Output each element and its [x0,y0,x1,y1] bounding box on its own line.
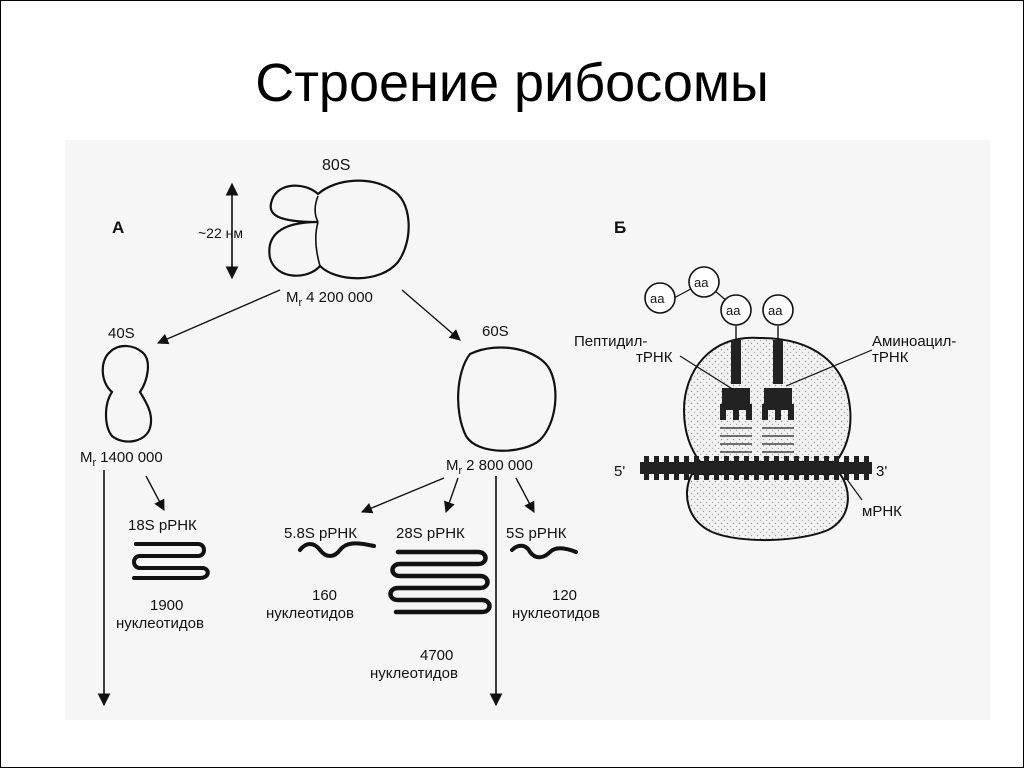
arrow-to-40s [156,289,281,345]
rrna-5-8s-count: 160 [312,587,337,604]
peptidyl-trna-label-2: тРНК [636,349,673,366]
svg-text:аа: аа [768,303,783,318]
svg-text:аа: аа [650,291,665,306]
rrna-28s-squiggle [388,549,492,615]
rrna-28s-label: 28S рРНК [396,525,465,542]
mrna-5-end: 5' [614,463,625,480]
arrow-to-18s [145,475,165,511]
rrna-18s-unit: нуклеотидов [116,615,204,632]
peptidyl-trna [720,340,752,420]
arrow-to-60s [401,289,461,341]
rrna-5-8s-label: 5.8S рРНК [284,525,357,542]
aminoacyl-trna-label-1: Аминоацил- [872,333,956,350]
rrna-28s-unit: нуклеотидов [370,665,458,682]
subunit-40s-label: 40S [108,325,135,342]
svg-text:аа: аа [726,303,741,318]
amino-acid-4: аа [762,294,794,326]
amino-acid-3: аа [720,294,752,326]
subunit-60s-label: 60S [482,323,509,340]
subunit-40s-shape [101,344,153,443]
svg-text:аа: аа [694,275,709,290]
rrna-5s-count: 120 [552,587,577,604]
ribosome-80s-shape [268,179,410,280]
mrna-3-end: 3' [876,463,887,480]
ribosome-80s-size: ~22 нм [198,225,243,241]
rrna-18s-label: 18S рРНК [128,517,197,534]
rrna-18s-squiggle [132,542,210,580]
mrna-label: мРНК [862,503,902,520]
panel-b-label: Б [614,218,626,237]
arrow-to-28s [444,477,459,514]
amino-acid-1: аа [644,282,676,314]
ribosome-small-subunit [685,473,849,542]
rrna-5-8s-squiggle [298,541,376,558]
subunit-60s-shape [457,346,557,452]
panel-a-label: А [112,218,124,237]
rrna-28s-count: 4700 [420,647,453,664]
peptidyl-trna-label-1: Пептидил- [574,333,647,350]
arrow-to-5s [515,477,535,513]
ribosome-80s-label: 80S [322,157,350,174]
rrna-5s-squiggle [510,543,578,560]
rrna-5s-label: 5S рРНК [506,525,567,542]
aminoacyl-trna-label-2: тРНК [872,349,909,366]
arrow-to-5-8s [360,477,445,514]
codon-pairing-lines [720,427,794,453]
rrna-5s-unit: нуклеотидов [512,605,600,622]
aminoacyl-pointer [785,349,873,387]
rrna-5-8s-unit: нуклеотидов [266,605,354,622]
rrna-18s-count: 1900 [150,597,183,614]
aminoacyl-trna [762,340,794,420]
peptidyl-pointer [679,355,735,391]
amino-acid-2: аа [688,266,720,298]
mrna-pointer [845,477,863,501]
mrna-codon-teeth [644,456,869,480]
slide-title: Строение рибосомы [255,53,769,113]
